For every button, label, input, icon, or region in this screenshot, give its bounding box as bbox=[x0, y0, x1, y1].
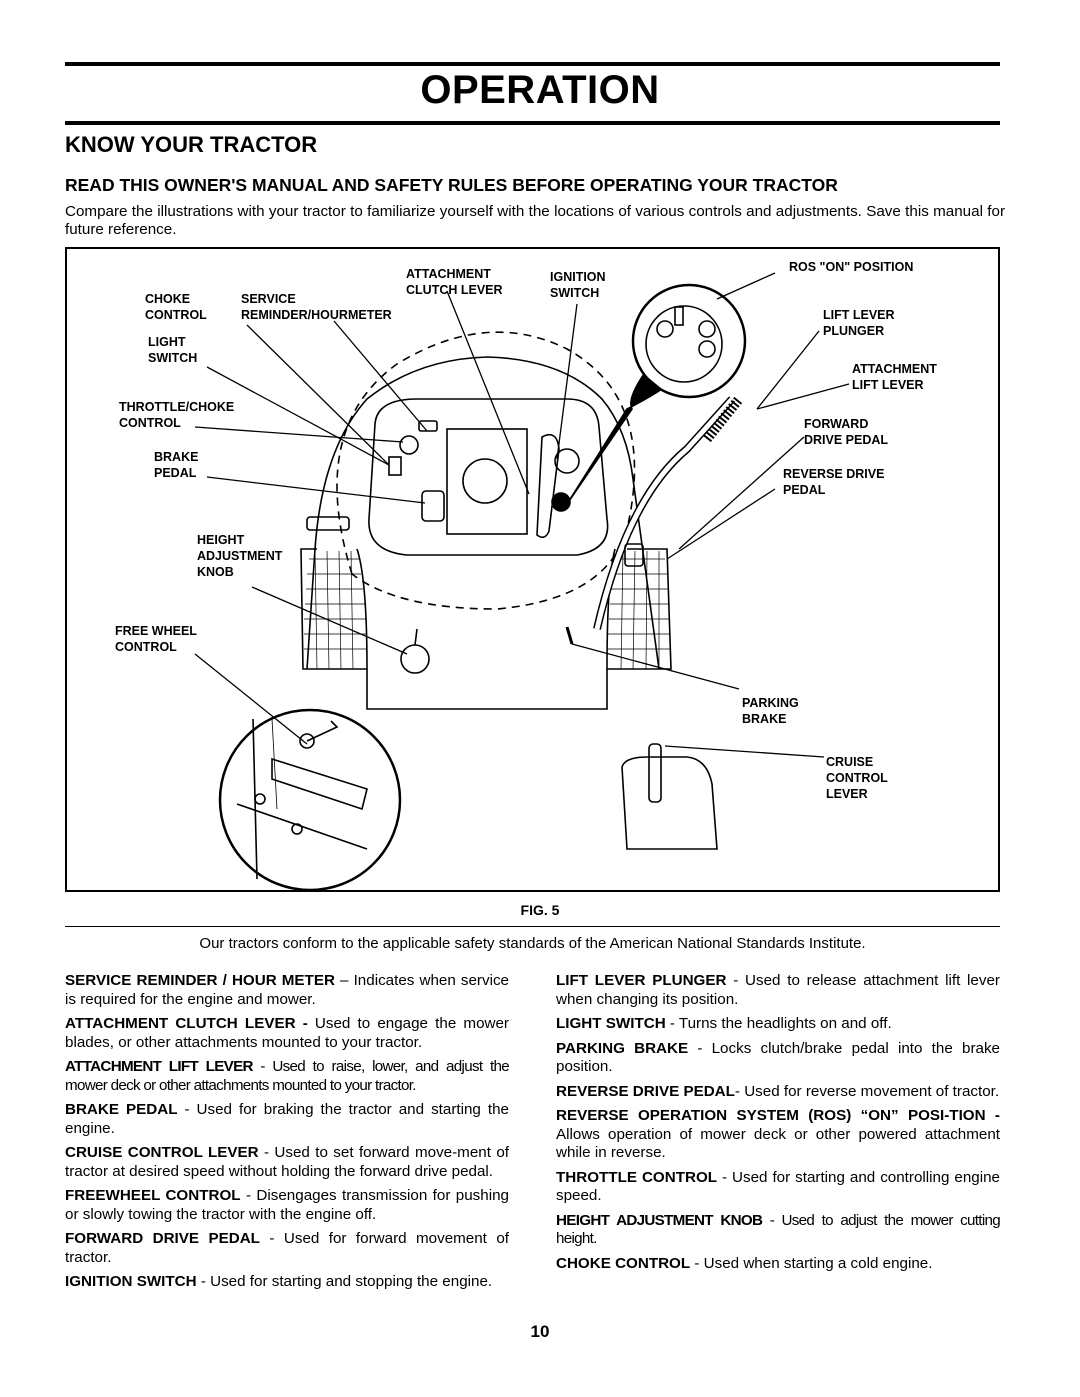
page-number: 10 bbox=[530, 1322, 550, 1341]
subheading: READ THIS OWNER'S MANUAL AND SAFETY RULE… bbox=[65, 175, 838, 195]
definition-item: THROTTLE CONTROL - Used for starting and… bbox=[556, 1168, 1000, 1205]
label-service-reminder: SERVICE REMINDER/HOURMETER bbox=[241, 292, 392, 322]
definition-item: IGNITION SWITCH - Used for starting and … bbox=[65, 1273, 493, 1290]
label-ros-on-position: ROS "ON" POSITION bbox=[789, 260, 914, 274]
definition-item: PARKING BRAKE - Locks clutch/brake pedal… bbox=[556, 1039, 1000, 1076]
caption-rule bbox=[65, 926, 1000, 927]
left-footboard bbox=[300, 548, 368, 670]
light-switch bbox=[388, 456, 402, 476]
definition-item: CHOKE CONTROL - Used when starting a col… bbox=[556, 1254, 933, 1272]
definition-item: REVERSE DRIVE PEDAL- Used for reverse mo… bbox=[556, 1082, 1000, 1100]
definition-item: BRAKE PEDAL - Used for braking the tract… bbox=[65, 1101, 509, 1137]
choke-knob bbox=[399, 435, 419, 455]
cruise-control-box bbox=[621, 756, 718, 850]
definition-item: LIFT LEVER PLUNGER - Used to release att… bbox=[556, 972, 1000, 1008]
leader-lines bbox=[194, 272, 850, 758]
section-rule bbox=[65, 121, 1000, 125]
figure-caption: FIG. 5 bbox=[520, 902, 560, 918]
label-attachment-clutch-lever: ATTACHMENT CLUTCH LEVER bbox=[406, 267, 503, 297]
forward-pedal bbox=[624, 543, 644, 567]
definition-item: HEIGHT ADJUSTMENT KNOB - Used to adjust … bbox=[556, 1211, 1001, 1248]
lift-lever-inner bbox=[594, 397, 734, 630]
definition-item: CRUISE CONTROL LEVER - Used to set forwa… bbox=[65, 1144, 509, 1180]
free-wheel-zoom-circle bbox=[218, 708, 402, 890]
label-forward-drive-pedal: FORWARD DRIVE PEDAL bbox=[804, 417, 889, 447]
brake-pedal bbox=[306, 516, 350, 531]
label-parking-brake: PARKING BRAKE bbox=[742, 696, 799, 726]
tractor-body-outline bbox=[306, 356, 660, 670]
label-light-switch: LIGHT SWITCH bbox=[148, 335, 198, 365]
throttle-lever bbox=[421, 490, 445, 522]
parking-brake bbox=[565, 626, 574, 645]
hourmeter-window bbox=[418, 420, 438, 432]
dash-panel bbox=[368, 398, 609, 556]
definition-item: ATTACHMENT LIFT LEVER - Used to raise, l… bbox=[65, 1058, 510, 1094]
lower-body bbox=[366, 669, 608, 710]
console-block bbox=[446, 428, 528, 535]
definition-item: REVERSE OPERATION SYSTEM (ROS) “ON” POSI… bbox=[556, 1107, 1000, 1161]
left-footboard-grid bbox=[304, 550, 367, 670]
label-attachment-lift-lever: ATTACHMENT LIFT LEVER bbox=[852, 362, 937, 392]
definition-item: FORWARD DRIVE PEDAL - Used for forward m… bbox=[65, 1230, 510, 1266]
label-brake-pedal: BRAKE PEDAL bbox=[154, 450, 199, 480]
left-column: SERVICE REMINDER / HOUR METER – Indicate… bbox=[65, 972, 510, 1298]
label-free-wheel-control: FREE WHEEL CONTROL bbox=[115, 624, 197, 654]
label-choke-control: CHOKE CONTROL bbox=[145, 292, 207, 322]
intro-paragraph: Compare the illustrations with your trac… bbox=[65, 203, 1005, 238]
cruise-lever bbox=[648, 743, 662, 803]
ignition-zoom-circle bbox=[631, 283, 747, 399]
tractor-illustration bbox=[194, 272, 850, 890]
steering-arc bbox=[336, 331, 636, 610]
ros-button bbox=[551, 492, 571, 512]
label-reverse-drive-pedal: REVERSE DRIVE PEDAL bbox=[783, 467, 885, 497]
label-ignition-switch: IGNITION SWITCH bbox=[550, 270, 606, 300]
top-rule bbox=[65, 62, 1000, 66]
tractor-controls-figure: CHOKE CONTROL SERVICE REMINDER/HOURMETER… bbox=[65, 247, 1000, 892]
right-footboard bbox=[606, 548, 672, 670]
definition-item: FREEWHEEL CONTROL - Disengages transmiss… bbox=[65, 1187, 509, 1223]
console-dial bbox=[462, 458, 508, 504]
definition-item: ATTACHMENT CLUTCH LEVER - Used to engage… bbox=[65, 1015, 509, 1051]
label-height-adjustment-knob: HEIGHT ADJUSTMENT KNOB bbox=[197, 533, 283, 579]
lift-lever bbox=[593, 396, 735, 630]
right-column: LIFT LEVER PLUNGER - Used to release att… bbox=[556, 972, 1001, 1279]
conformance-note: Our tractors conform to the applicable s… bbox=[199, 935, 866, 952]
definition-item: LIGHT SWITCH - Turns the headlights on a… bbox=[556, 1015, 892, 1032]
lift-spring bbox=[703, 395, 743, 443]
label-lift-lever-plunger: LIFT LEVER PLUNGER bbox=[823, 308, 895, 338]
section-title: OPERATION bbox=[420, 68, 660, 112]
label-throttle-choke-control: THROTTLE/CHOKE CONTROL bbox=[119, 400, 235, 430]
clutch-lever-slot bbox=[536, 433, 560, 539]
label-cruise-control-lever: CRUISE CONTROL LEVER bbox=[826, 755, 888, 801]
right-footboard-grid bbox=[608, 550, 671, 670]
height-knob bbox=[400, 644, 430, 674]
page-heading: KNOW YOUR TRACTOR bbox=[65, 132, 318, 157]
definition-item: SERVICE REMINDER / HOUR METER – Indicate… bbox=[65, 972, 509, 1008]
ignition-switch bbox=[554, 448, 580, 474]
